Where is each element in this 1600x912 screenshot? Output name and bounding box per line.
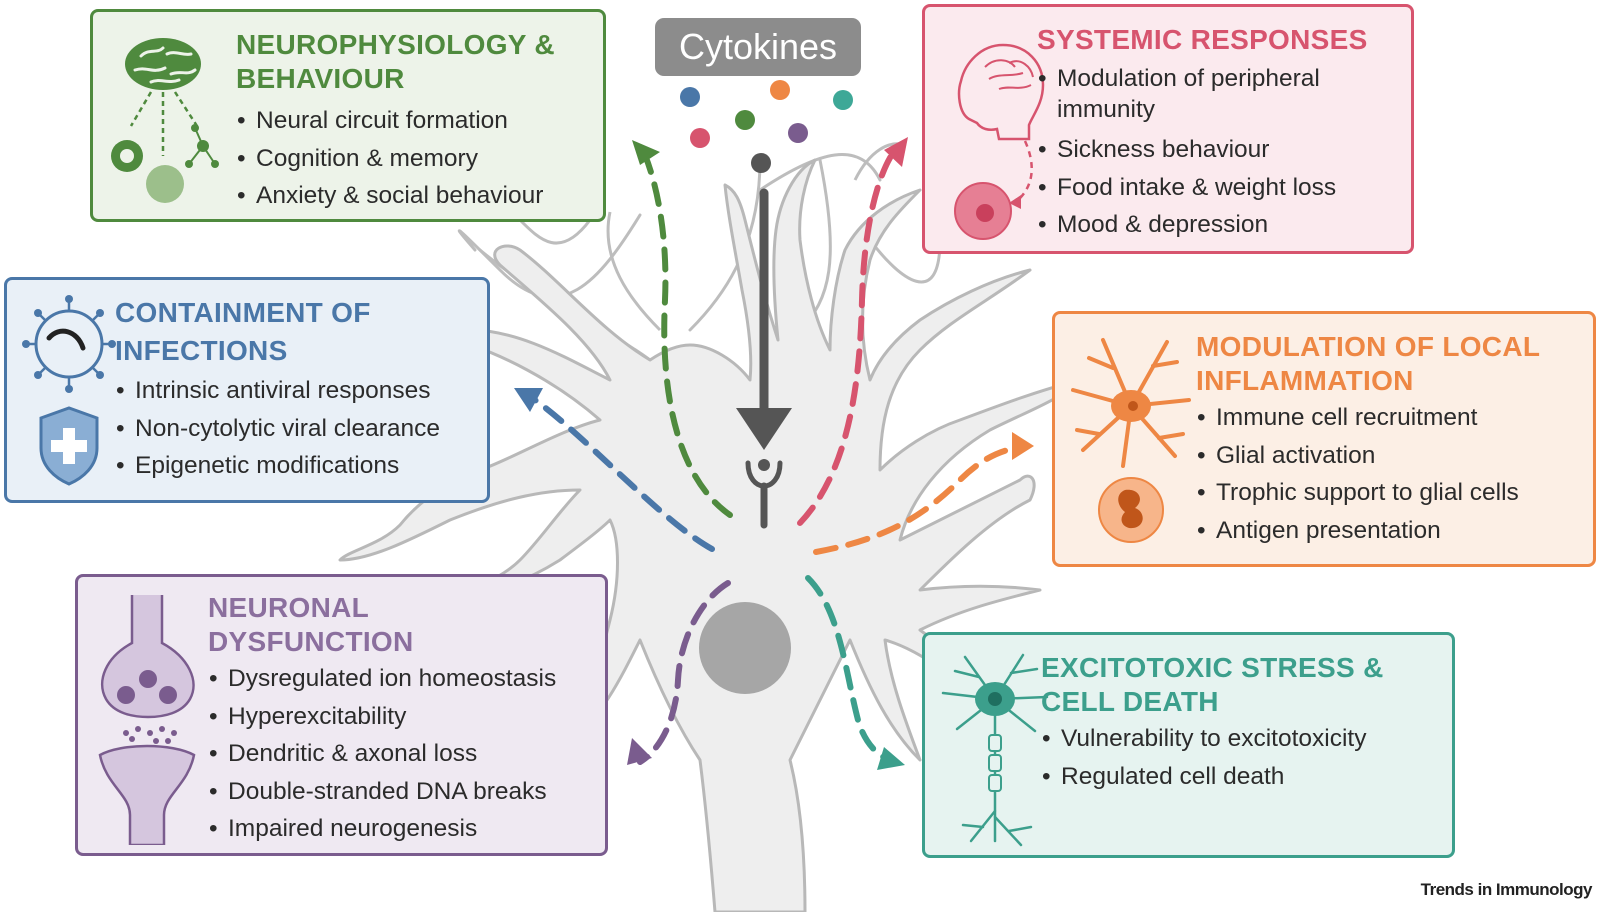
cytokine-dot — [690, 128, 710, 148]
neurophysiology-title-line2: BEHAVIOUR — [236, 63, 405, 94]
list-item: Vulnerability to excitotoxicity — [1041, 720, 1384, 758]
containment-list: Intrinsic antiviral responses Non-cytoly… — [115, 372, 440, 485]
systemic-box: SYSTEMIC RESPONSES Modulation of periphe… — [922, 4, 1414, 254]
containment-box: CONTAINMENT OF INFECTIONS Intrinsic antiv… — [4, 277, 490, 503]
neuron-nucleus — [699, 602, 791, 694]
list-item: Antigen presentation — [1196, 512, 1540, 550]
list-item: Glial activation — [1196, 437, 1540, 475]
brain-network-icon — [111, 38, 219, 203]
journal-credit: Trends in Immunology — [1420, 880, 1593, 899]
list-item: Dendritic & axonal loss — [208, 735, 556, 773]
neurophysiology-title-line1: NEUROPHYSIOLOGY & — [236, 29, 555, 60]
signal-arrow — [736, 188, 792, 450]
containment-title-line2: INFECTIONS — [115, 335, 288, 366]
arrowhead-orange — [1012, 432, 1034, 460]
glial-cell-icon — [1071, 338, 1191, 543]
list-item: Food intake & weight loss — [1037, 169, 1397, 207]
arrowhead-pink — [884, 137, 908, 167]
arrowhead-blue — [514, 388, 543, 412]
neuron-cell-icon — [941, 653, 1049, 847]
dysfunction-list: Dysregulated ion homeostasis Hyperexcita… — [208, 660, 556, 848]
cytokine-dot — [735, 110, 755, 130]
inflammation-list: Immune cell recruitment Glial activation… — [1196, 399, 1540, 549]
list-item: Non-cytolytic viral clearance — [115, 410, 440, 448]
list-item: Anxiety & social behaviour — [236, 177, 555, 215]
head-brain-icon — [954, 43, 1045, 240]
excitotoxic-title-line1: EXCITOTOXIC STRESS & — [1041, 652, 1384, 683]
cytokines-label: Cytokines — [655, 18, 861, 76]
list-item: Dysregulated ion homeostasis — [208, 660, 556, 698]
list-item: Immune cell recruitment — [1196, 399, 1540, 437]
arrow-to-inflammation — [813, 444, 1023, 555]
arrow-to-neurophysiology — [642, 152, 733, 518]
arrow-to-excitotoxic — [805, 575, 893, 763]
dysfunction-title-line2: DYSFUNCTION — [208, 626, 414, 657]
arrowhead-teal — [877, 747, 905, 770]
list-item: Double-stranded DNA breaks — [208, 773, 556, 811]
excitotoxic-list: Vulnerability to excitotoxicity Regulate… — [1041, 720, 1384, 795]
virus-shield-icon — [22, 295, 116, 486]
synapse-icon — [98, 595, 196, 845]
cytokine-dot — [680, 87, 700, 107]
cytokine-dot — [770, 80, 790, 100]
list-item: Impaired neurogenesis — [208, 810, 556, 848]
systemic-list: Modulation of peripheral immunity Sickne… — [1037, 63, 1397, 244]
dysfunction-title-line1: NEURONAL — [208, 592, 370, 623]
arrow-to-containment — [532, 397, 715, 552]
list-item: Intrinsic antiviral responses — [115, 372, 440, 410]
neurophysiology-list: Neural circuit formation Cognition & mem… — [236, 102, 555, 215]
list-item: Regulated cell death — [1041, 758, 1384, 796]
arrowhead-green — [632, 140, 660, 165]
list-item: Cognition & memory — [236, 140, 555, 178]
systemic-title: SYSTEMIC RESPONSES — [1037, 24, 1368, 55]
cytokine-dot — [833, 90, 853, 110]
list-item: Trophic support to glial cells — [1196, 474, 1540, 512]
list-item: Epigenetic modifications — [115, 447, 440, 485]
list-item: Sickness behaviour — [1037, 131, 1397, 169]
list-item: Hyperexcitability — [208, 698, 556, 736]
arrowhead-purple — [627, 738, 652, 765]
cytokine-dots — [680, 80, 853, 173]
list-item: Mood & depression — [1037, 206, 1397, 244]
cytokine-dot — [788, 123, 808, 143]
containment-title-line1: CONTAINMENT OF — [115, 297, 371, 328]
cytokine-dot — [751, 153, 771, 173]
arrowheads — [514, 137, 1034, 770]
list-item: Modulation of peripheral immunity — [1037, 63, 1397, 131]
arrow-to-systemic — [797, 147, 898, 526]
inflammation-title-line2: INFLAMMATION — [1196, 365, 1414, 396]
arrow-to-dysfunction — [637, 580, 731, 765]
inflammation-title-line1: MODULATION OF LOCAL — [1196, 331, 1541, 362]
excitotoxic-box: EXCITOTOXIC STRESS &CELL DEATH Vulnerabi… — [922, 632, 1455, 858]
receptor-icon — [745, 459, 783, 529]
neurophysiology-box: NEUROPHYSIOLOGY &BEHAVIOUR Neural circui… — [90, 9, 606, 222]
list-item: Neural circuit formation — [236, 102, 555, 140]
excitotoxic-title-line2: CELL DEATH — [1041, 686, 1219, 717]
